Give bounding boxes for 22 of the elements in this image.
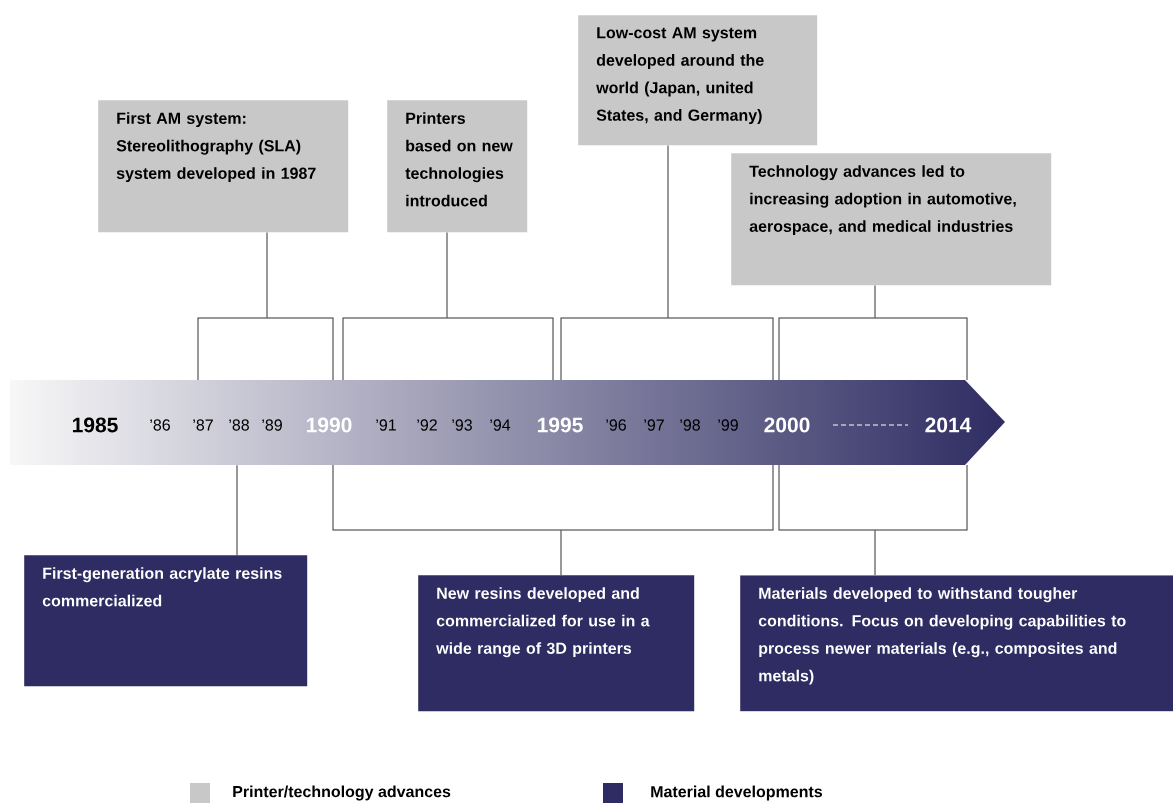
bracket	[197, 317, 334, 381]
leader-line	[446, 231, 448, 319]
leader-line	[236, 464, 238, 556]
leader-line	[560, 529, 562, 576]
leader-line	[266, 231, 268, 319]
text-box: Materials developed to withstand tougher conditions. Focus on developing capabilities to process newer materials (e.g., composites and metals)	[740, 575, 1173, 712]
text-box: Low-cost AM system developed around the world (Japan, united States, and Germany)	[578, 15, 818, 146]
bracket	[778, 464, 968, 531]
legend-label: Material developments	[651, 785, 822, 801]
leader-line	[667, 144, 669, 319]
text-box: Printers based on new technologies introduced	[387, 100, 528, 233]
bracket	[560, 317, 774, 381]
bracket	[778, 317, 968, 381]
text-box: New resins developed and commercialized for use in a wide range of 3D printers	[418, 575, 695, 712]
bracket	[342, 317, 554, 381]
leader-line	[874, 284, 876, 319]
bracket	[332, 464, 774, 531]
text-box: First AM system: Stereolithography (SLA) system developed in 1987	[98, 100, 349, 233]
legend-label: Printer/technology advances	[233, 785, 451, 801]
text-box: First-generation acrylate resins commercialized	[24, 555, 308, 687]
leader-line	[874, 529, 876, 576]
text-box: Technology advances led to increasing adoption in automotive, aerospace, and medical industries	[731, 153, 1052, 286]
